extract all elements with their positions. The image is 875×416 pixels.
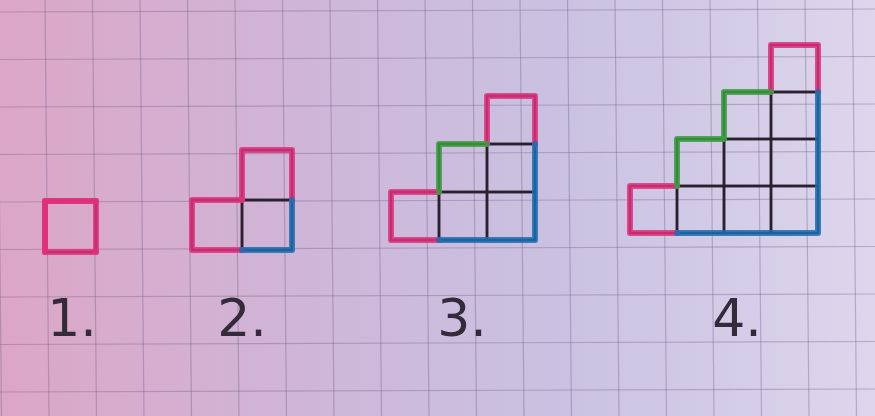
grid-line xyxy=(710,0,714,416)
figure-number: 2. xyxy=(217,292,267,344)
square-cell xyxy=(630,186,677,233)
grid-line xyxy=(378,0,382,416)
staircase-figure xyxy=(391,96,535,240)
square-cell xyxy=(724,139,771,186)
grid-line xyxy=(283,0,287,416)
highlight-edge xyxy=(439,144,535,240)
figure-number: 1. xyxy=(47,292,97,344)
grid-line xyxy=(520,0,524,416)
grid-line xyxy=(0,57,875,60)
square-cell xyxy=(391,192,439,240)
square-cell xyxy=(45,201,96,252)
staircase-figure xyxy=(192,150,292,250)
highlight-edge xyxy=(192,200,242,250)
grid-line xyxy=(425,0,429,416)
grid-line xyxy=(0,0,2,416)
grid-line xyxy=(140,0,144,416)
square-cell xyxy=(724,92,771,139)
highlight-edge xyxy=(45,201,96,252)
figure-number: 3. xyxy=(437,292,487,344)
grid-line xyxy=(330,0,334,416)
grid-line xyxy=(0,104,875,107)
highlight-edge xyxy=(630,186,677,233)
square-cell xyxy=(771,45,818,92)
square-cell xyxy=(771,92,818,139)
square-cell xyxy=(439,144,487,192)
staircase-figure xyxy=(45,201,96,252)
grid-line xyxy=(0,389,875,392)
square-cell xyxy=(771,139,818,186)
highlight-edge xyxy=(242,200,292,250)
square-cell xyxy=(487,96,535,144)
square-cell xyxy=(242,200,292,250)
staircase-figure xyxy=(630,45,818,233)
grid-line xyxy=(615,0,619,416)
grid-line xyxy=(805,0,809,416)
grid-line xyxy=(758,0,762,416)
highlight-edge xyxy=(771,45,818,92)
square-cell xyxy=(771,186,818,233)
square-cell xyxy=(677,186,724,233)
grid-line xyxy=(0,247,875,250)
highlight-edge xyxy=(487,96,535,144)
highlight-edge xyxy=(677,139,724,186)
square-cell xyxy=(487,192,535,240)
grid-line xyxy=(473,0,477,416)
highlight-edge xyxy=(439,144,487,192)
square-cell xyxy=(242,150,292,200)
grid-line xyxy=(663,0,667,416)
figure-number: 4. xyxy=(712,292,762,344)
grid-line xyxy=(568,0,572,416)
grid-line xyxy=(0,9,875,12)
grid-line xyxy=(235,0,239,416)
highlight-edge xyxy=(391,192,439,240)
highlight-edge xyxy=(242,150,292,200)
highlight-edge xyxy=(45,201,96,252)
highlight-edge xyxy=(677,92,818,233)
grid-line xyxy=(0,199,875,202)
square-cell xyxy=(677,139,724,186)
square-cell xyxy=(439,192,487,240)
grid-line xyxy=(853,0,857,416)
square-cell xyxy=(724,186,771,233)
highlight-edge xyxy=(724,92,771,139)
square-cell xyxy=(487,144,535,192)
square-cell xyxy=(192,200,242,250)
